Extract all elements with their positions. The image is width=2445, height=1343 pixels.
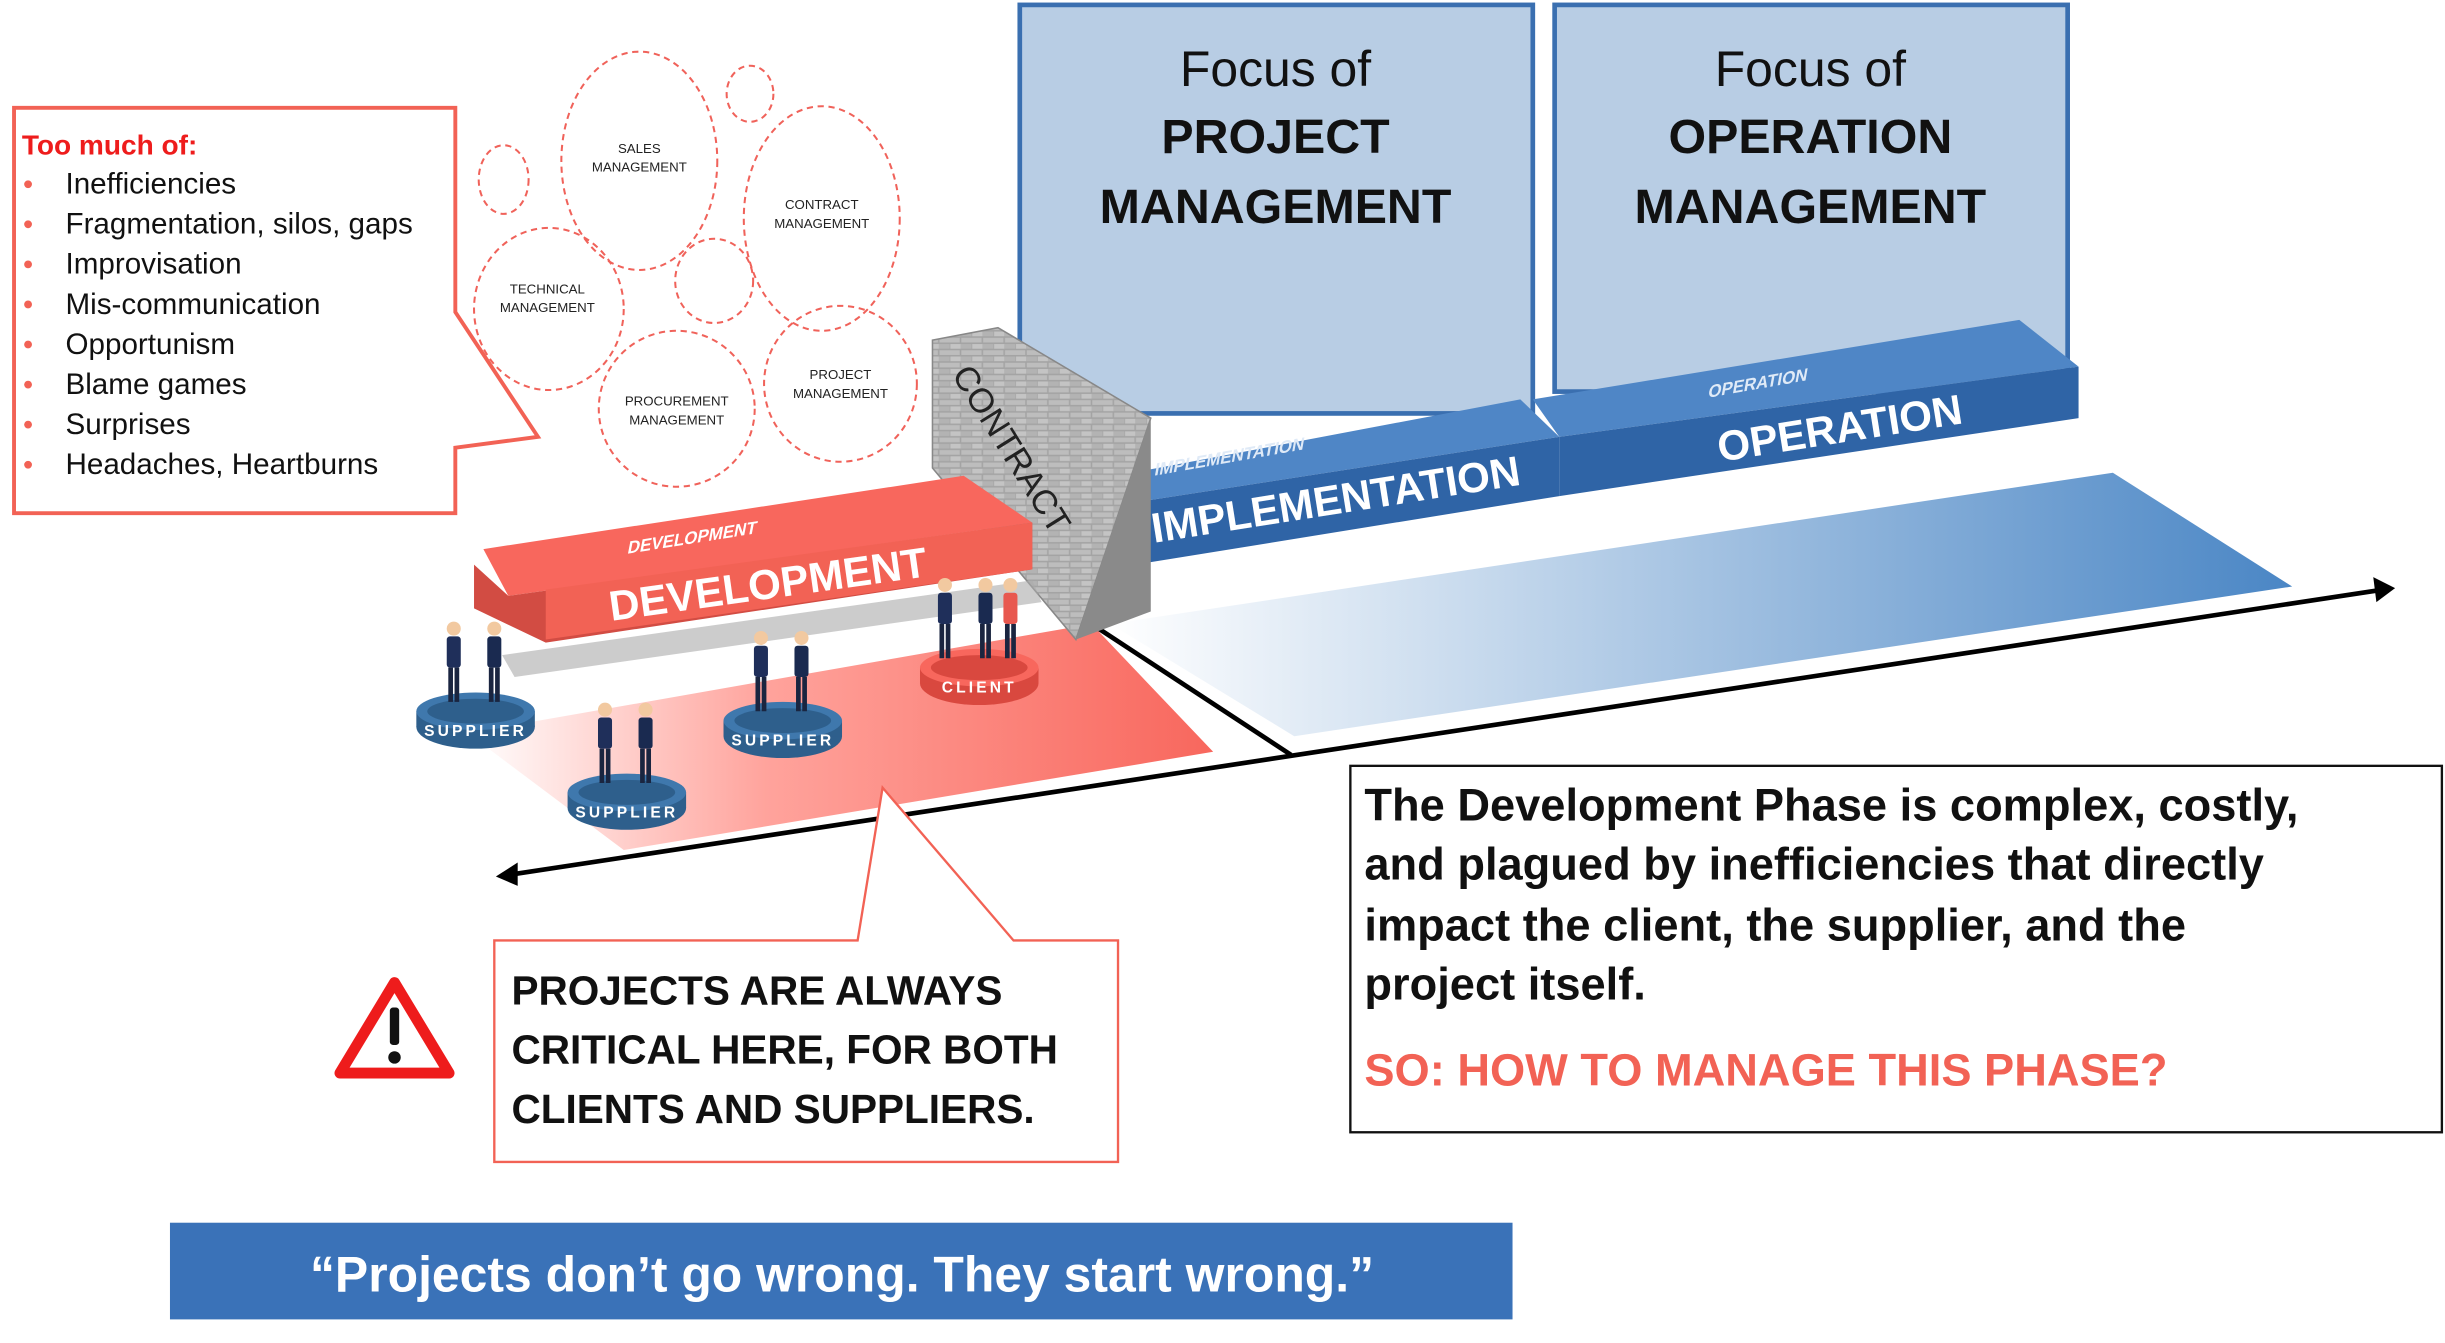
bullet-icon bbox=[24, 220, 32, 229]
summary-line: and plagued by inefficiencies that direc… bbox=[1364, 839, 2264, 890]
focus-title: MANAGEMENT bbox=[1635, 180, 1987, 234]
svg-text:CONTRACT: CONTRACT bbox=[785, 197, 859, 212]
bullet-icon bbox=[24, 340, 32, 349]
bullet-icon bbox=[24, 460, 32, 469]
svg-text:PROJECT: PROJECT bbox=[810, 367, 872, 382]
svg-text:MANAGEMENT: MANAGEMENT bbox=[629, 412, 724, 427]
focus-title: MANAGEMENT bbox=[1100, 180, 1452, 234]
problems-callout: Too much of: InefficienciesFragmentation… bbox=[12, 105, 542, 516]
person-icon bbox=[937, 577, 952, 659]
bullet-icon bbox=[24, 300, 32, 309]
bubble-project-management: PROJECT MANAGEMENT bbox=[763, 304, 918, 463]
timeline-axis bbox=[495, 577, 2396, 886]
warning-icon bbox=[334, 977, 455, 1079]
implementation-phase-block: IMPLEMENTATION IMPLEMENTATION bbox=[1116, 399, 1560, 565]
person-icon bbox=[446, 621, 461, 702]
bullet-icon bbox=[24, 380, 32, 389]
problem-item: Opportunism bbox=[65, 328, 235, 361]
platform-label: SUPPLIER bbox=[424, 723, 527, 740]
svg-text:MANAGEMENT: MANAGEMENT bbox=[592, 160, 687, 175]
operation-floor bbox=[1110, 472, 2293, 737]
focus-operation-management-box: Focus of OPERATION MANAGEMENT bbox=[1552, 2, 2070, 394]
supplier-platform: SUPPLIER bbox=[416, 621, 535, 749]
summary-box: The Development Phase is complex, costly… bbox=[1349, 764, 2444, 1134]
svg-text:MANAGEMENT: MANAGEMENT bbox=[774, 216, 869, 231]
person-icon bbox=[753, 630, 768, 712]
summary-line: The Development Phase is complex, costly… bbox=[1364, 779, 2298, 830]
warning-callout: PROJECTS ARE ALWAYS CRITICAL HERE, FOR B… bbox=[493, 784, 1120, 1164]
bubble-technical-management: TECHNICAL MANAGEMENT bbox=[473, 226, 625, 392]
svg-text:CLIENTS AND SUPPLIERS.: CLIENTS AND SUPPLIERS. bbox=[511, 1086, 1034, 1132]
svg-text:MANAGEMENT: MANAGEMENT bbox=[793, 386, 888, 401]
focus-title: PROJECT bbox=[1161, 110, 1389, 164]
management-bubbles: SALES MANAGEMENT CONTRACT MANAGEMENT TEC… bbox=[473, 50, 918, 488]
summary-line: project itself. bbox=[1364, 959, 1645, 1010]
summary-line: impact the client, the supplier, and the bbox=[1364, 899, 2186, 950]
person-icon bbox=[794, 630, 809, 712]
svg-text:SALES: SALES bbox=[618, 141, 661, 156]
focus-title: OPERATION bbox=[1669, 110, 1953, 164]
problem-item: Fragmentation, silos, gaps bbox=[65, 208, 412, 241]
person-icon bbox=[638, 702, 653, 783]
bubble-procurement-management: PROCUREMENT MANAGEMENT bbox=[597, 329, 756, 488]
client-platform: CLIENT bbox=[919, 577, 1039, 706]
svg-text:“Projects don’t go wrong. They: “Projects don’t go wrong. They start wro… bbox=[310, 1246, 1374, 1302]
bubble-sales-management: SALES MANAGEMENT bbox=[560, 50, 719, 271]
problem-item: Surprises bbox=[65, 408, 190, 441]
quote-banner: “Projects don’t go wrong. They start wro… bbox=[169, 1222, 1513, 1320]
focus-label: Focus of bbox=[1715, 41, 1906, 97]
focus-label: Focus of bbox=[1180, 41, 1371, 97]
problem-item: Mis-communication bbox=[65, 288, 320, 321]
development-phase-block: DEVELOPMENT DEVELOPMENT bbox=[474, 475, 1042, 677]
problem-item: Improvisation bbox=[65, 248, 241, 281]
problems-heading: Too much of: bbox=[22, 130, 198, 161]
supplier-platform: SUPPLIER bbox=[723, 630, 843, 759]
person-icon bbox=[597, 702, 613, 783]
supplier-platform: SUPPLIER bbox=[567, 702, 687, 830]
platform-label: SUPPLIER bbox=[575, 804, 678, 821]
bubble-contract-management: CONTRACT MANAGEMENT bbox=[742, 105, 901, 332]
problem-item: Inefficiencies bbox=[65, 168, 236, 201]
problem-item: Headaches, Heartburns bbox=[65, 448, 378, 481]
svg-text:PROCUREMENT: PROCUREMENT bbox=[625, 394, 729, 409]
svg-text:TECHNICAL: TECHNICAL bbox=[510, 281, 585, 296]
person-icon bbox=[487, 621, 502, 702]
focus-project-management-box: Focus of PROJECT MANAGEMENT bbox=[1017, 2, 1536, 416]
summary-question: SO: HOW TO MANAGE THIS PHASE? bbox=[1364, 1044, 2167, 1095]
platform-label: CLIENT bbox=[942, 680, 1017, 697]
svg-text:PROJECTS ARE ALWAYS: PROJECTS ARE ALWAYS bbox=[511, 967, 1002, 1013]
person-icon bbox=[978, 577, 993, 659]
bullet-icon bbox=[24, 260, 32, 269]
platform-label: SUPPLIER bbox=[731, 733, 834, 750]
svg-text:MANAGEMENT: MANAGEMENT bbox=[500, 300, 595, 315]
bullet-icon bbox=[24, 420, 32, 429]
svg-text:CRITICAL HERE, FOR BOTH: CRITICAL HERE, FOR BOTH bbox=[511, 1027, 1057, 1073]
problem-item: Blame games bbox=[65, 368, 246, 401]
bullet-icon bbox=[24, 180, 32, 189]
person-icon bbox=[1003, 577, 1018, 659]
